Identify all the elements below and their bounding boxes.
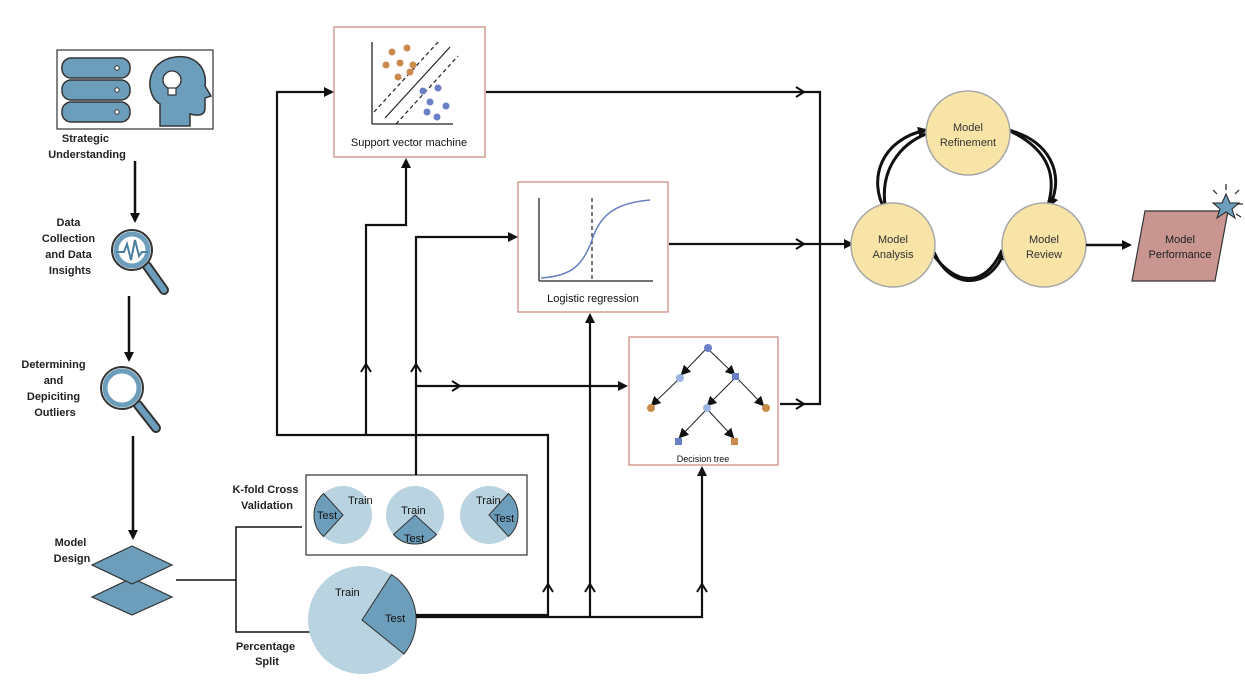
svg-text:Train: Train [476, 495, 501, 507]
logistic-caption: Logistic regression [547, 293, 639, 305]
star-icon [1211, 184, 1243, 220]
svg-text:Test: Test [385, 613, 405, 625]
magnifier-pulse-icon [111, 229, 169, 295]
model-design-label: Model Design [54, 537, 91, 565]
fold-2-pie: Train Test [386, 486, 444, 545]
svg-text:Test: Test [404, 533, 424, 545]
connector-models-merge [486, 90, 822, 406]
magnifier-icon [100, 366, 161, 433]
cycle-arrows-back [882, 123, 1053, 280]
outliers-label: Determining and Depiciting Outliers [21, 359, 88, 419]
tree-caption: Decision tree [677, 454, 730, 464]
fold-1-pie: Train Test [313, 486, 373, 544]
connector-kfold [176, 526, 302, 581]
svg-text:Test: Test [494, 513, 514, 525]
fold-3-pie: Train Test [460, 486, 519, 544]
strategic-understanding-label: Strategic Understanding [48, 133, 126, 161]
database-icon [61, 57, 131, 123]
svg-text:Train: Train [401, 505, 426, 517]
svg-text:Test: Test [317, 510, 337, 522]
kfold-label: K-fold Cross Validation [232, 484, 301, 512]
connector-split-to-tree [416, 466, 707, 619]
head-lightbulb-icon [149, 55, 213, 127]
layers-icon [90, 545, 174, 616]
svg-text:Train: Train [335, 587, 360, 599]
connector-to-logistic [414, 232, 518, 475]
connector-percentage [235, 580, 310, 633]
connector-svm-bottom [364, 158, 411, 435]
percentage-split-pie: Train Test [308, 566, 417, 674]
logistic-box: Logistic regression [517, 181, 669, 313]
svg-text:Train: Train [348, 495, 373, 507]
data-collection-label: Data Collection and Data Insights [42, 217, 98, 277]
decision-tree-box: Decision tree [628, 336, 779, 466]
connector-to-svm [275, 87, 550, 617]
svm-caption: Support vector machine [351, 137, 467, 149]
svm-box: Support vector machine [333, 26, 486, 158]
percentage-split-label: Percentage Split [236, 641, 298, 668]
flow-chevrons [360, 86, 806, 593]
